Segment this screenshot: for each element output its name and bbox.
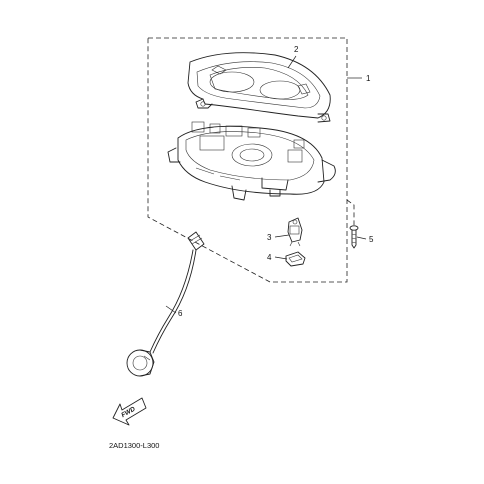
meter-lens-part: [187, 52, 331, 123]
assembly-boundary: [147, 37, 348, 283]
screw-part: [346, 199, 359, 249]
leader-5: [356, 236, 367, 240]
meter-assembly-part: [167, 121, 336, 201]
grommet-part: [285, 251, 306, 267]
callout-3: 3: [267, 233, 272, 242]
leader-6: [165, 305, 177, 314]
leader-2: [287, 55, 297, 69]
diagram-code: 2AD1300-L300: [109, 441, 159, 450]
callout-6: 6: [178, 309, 183, 318]
leader-4: [274, 256, 288, 260]
fwd-label: FWD: [120, 405, 137, 419]
callout-5: 5: [369, 235, 374, 244]
callout-2: 2: [294, 45, 299, 54]
socket-part: [287, 217, 303, 247]
callout-1: 1: [366, 74, 371, 83]
cable-part: [126, 231, 205, 377]
fwd-arrow-icon: FWD: [112, 397, 147, 426]
leader-3: [274, 234, 290, 238]
callout-4: 4: [267, 253, 272, 262]
